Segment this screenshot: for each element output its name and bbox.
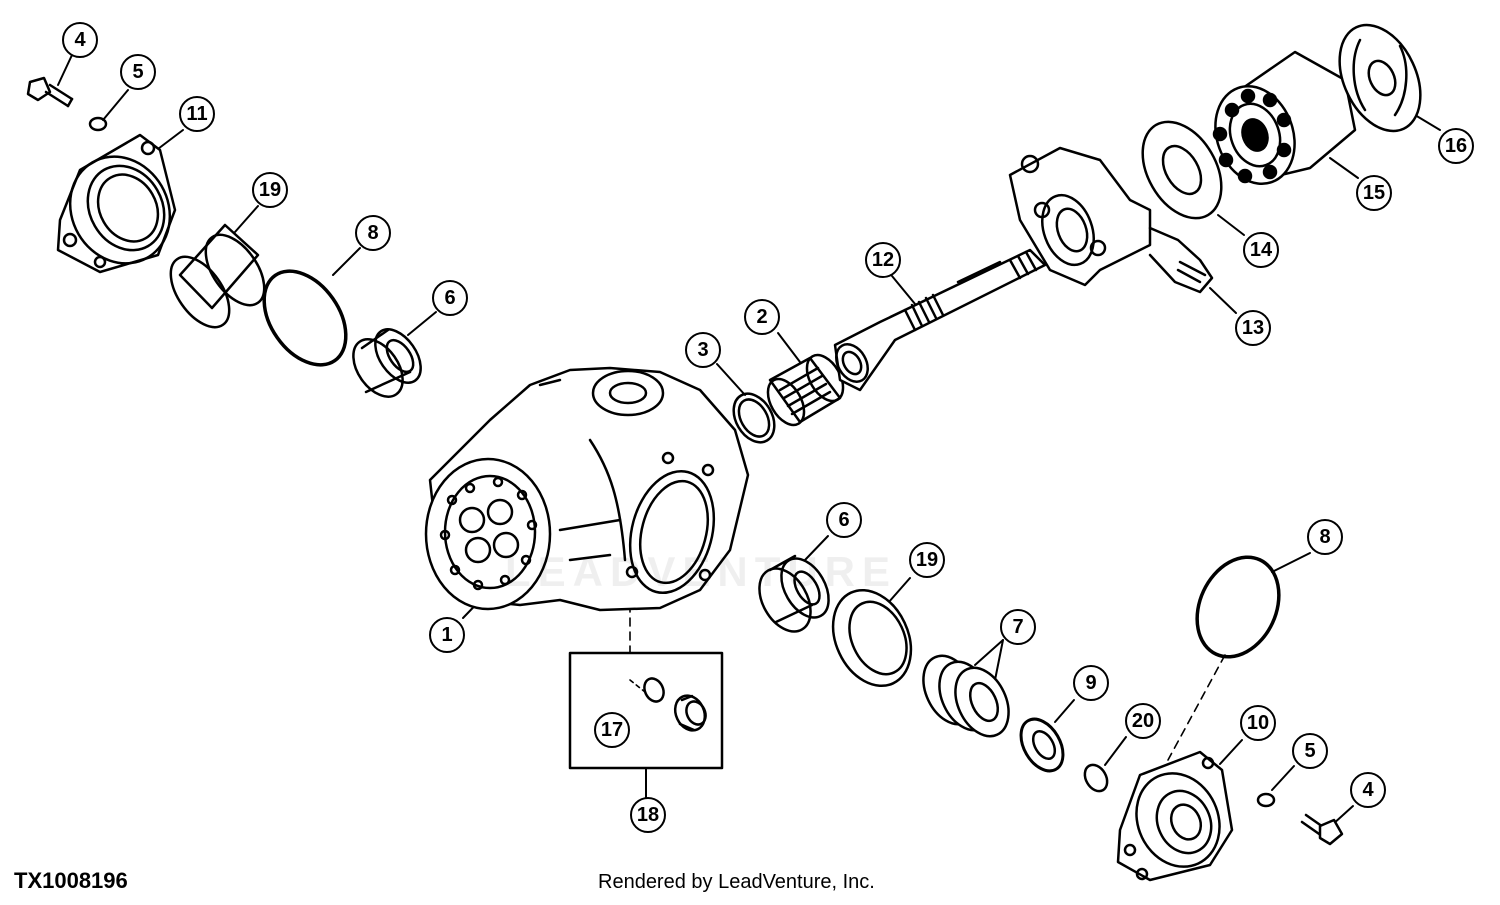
callout-3[interactable]: 3 [685, 332, 721, 368]
transmission-housing [424, 366, 750, 612]
cylinder-block [1212, 50, 1357, 185]
callout-11[interactable]: 11 [179, 96, 215, 132]
bearing-cup-upper [169, 223, 266, 329]
washer-lower [1256, 792, 1276, 808]
render-credit: Rendered by LeadVenture, Inc. [598, 871, 875, 893]
kit-box [568, 651, 724, 770]
callout-4[interactable]: 4 [62, 22, 98, 58]
cover-flange-lower [1116, 750, 1234, 882]
o-ring-upper [262, 269, 348, 367]
shim-washer [732, 392, 776, 444]
bolt-lower [1300, 813, 1344, 846]
callout-18[interactable]: 18 [630, 797, 666, 833]
callout-19[interactable]: 19 [252, 172, 288, 208]
spring-set [922, 654, 1010, 738]
callout-19-lower[interactable]: 19 [909, 542, 945, 578]
swashplate-trunnion [1008, 146, 1214, 294]
callout-8-lower[interactable]: 8 [1307, 519, 1343, 555]
figure-identifier: TX1008196 [14, 868, 128, 893]
callout-16[interactable]: 16 [1438, 128, 1474, 164]
thrust-plate [1141, 120, 1223, 220]
callout-4-lower[interactable]: 4 [1350, 772, 1386, 808]
callout-5-lower[interactable]: 5 [1292, 733, 1328, 769]
bolt-upper [26, 76, 74, 108]
callout-6[interactable]: 6 [432, 280, 468, 316]
callout-12[interactable]: 12 [865, 242, 901, 278]
callout-7[interactable]: 7 [1000, 609, 1036, 645]
valve-plate [1338, 23, 1422, 133]
oil-seal [1019, 717, 1065, 773]
callout-13[interactable]: 13 [1235, 310, 1271, 346]
cone-bearing-lower [758, 554, 830, 633]
callout-8[interactable]: 8 [355, 215, 391, 251]
bearing-cup-lower [831, 588, 913, 688]
callout-5[interactable]: 5 [120, 54, 156, 90]
callout-9[interactable]: 9 [1073, 665, 1109, 701]
input-shaft [833, 248, 1047, 392]
cone-bearing-upper [352, 328, 422, 398]
callout-14[interactable]: 14 [1243, 232, 1279, 268]
watermark: LEADVENTURE [505, 548, 898, 595]
cover-flange-upper [56, 133, 177, 274]
small-o-ring [1083, 763, 1109, 793]
callout-2[interactable]: 2 [744, 299, 780, 335]
o-ring-lower [1195, 555, 1281, 659]
callout-6-lower[interactable]: 6 [826, 502, 862, 538]
callout-15[interactable]: 15 [1356, 175, 1392, 211]
needle-bearing [766, 353, 845, 427]
callout-17[interactable]: 17 [594, 712, 630, 748]
kit-dash [629, 679, 646, 693]
callout-1[interactable]: 1 [429, 617, 465, 653]
callout-20[interactable]: 20 [1125, 703, 1161, 739]
washer-upper [88, 116, 108, 132]
callout-10[interactable]: 10 [1240, 705, 1276, 741]
